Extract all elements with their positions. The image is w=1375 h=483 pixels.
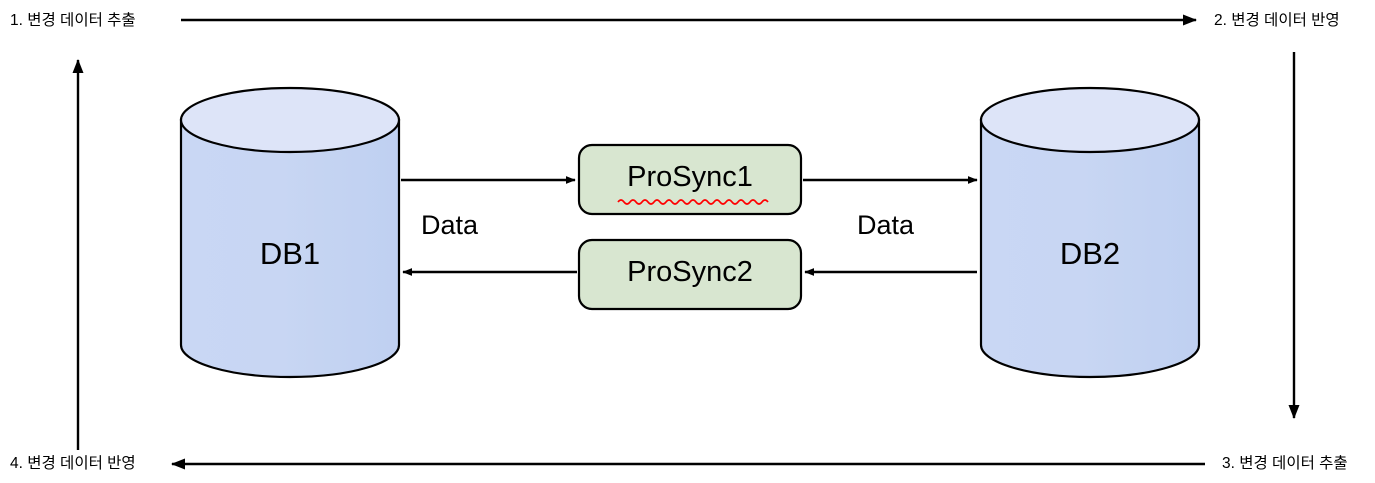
spellcheck-squiggle-icon [617, 199, 769, 205]
step-label-3: 3. 변경 데이터 추출 [1222, 455, 1348, 472]
db1-body [179, 118, 401, 379]
db2-label: DB2 [1059, 236, 1121, 271]
prosync1-label: ProSync1 [627, 161, 753, 193]
db1-top-ellipse [179, 86, 401, 154]
edge-label-data-right: Data [857, 210, 915, 240]
step-label-2: 2. 변경 데이터 반영 [1214, 12, 1340, 29]
sync-node-prosync1[interactable] [577, 143, 803, 216]
step-label-1: 1. 변경 데이터 추출 [10, 12, 136, 29]
step-label-4: 4. 변경 데이터 반영 [10, 455, 136, 472]
inner-data-arrows [401, 176, 978, 276]
edge-label-data-left: Data [421, 210, 479, 240]
sync-node-prosync2[interactable] [577, 238, 803, 311]
database-cylinder-db1[interactable] [179, 86, 401, 379]
db1-label: DB1 [259, 236, 321, 271]
prosync1-box [577, 143, 803, 216]
database-cylinder-db2[interactable] [979, 86, 1201, 379]
db2-top-ellipse [979, 86, 1201, 154]
db2-body [979, 118, 1201, 379]
outer-flow-arrows [72, 14, 1300, 470]
prosync2-label: ProSync2 [627, 256, 753, 288]
prosync2-box [577, 238, 803, 311]
